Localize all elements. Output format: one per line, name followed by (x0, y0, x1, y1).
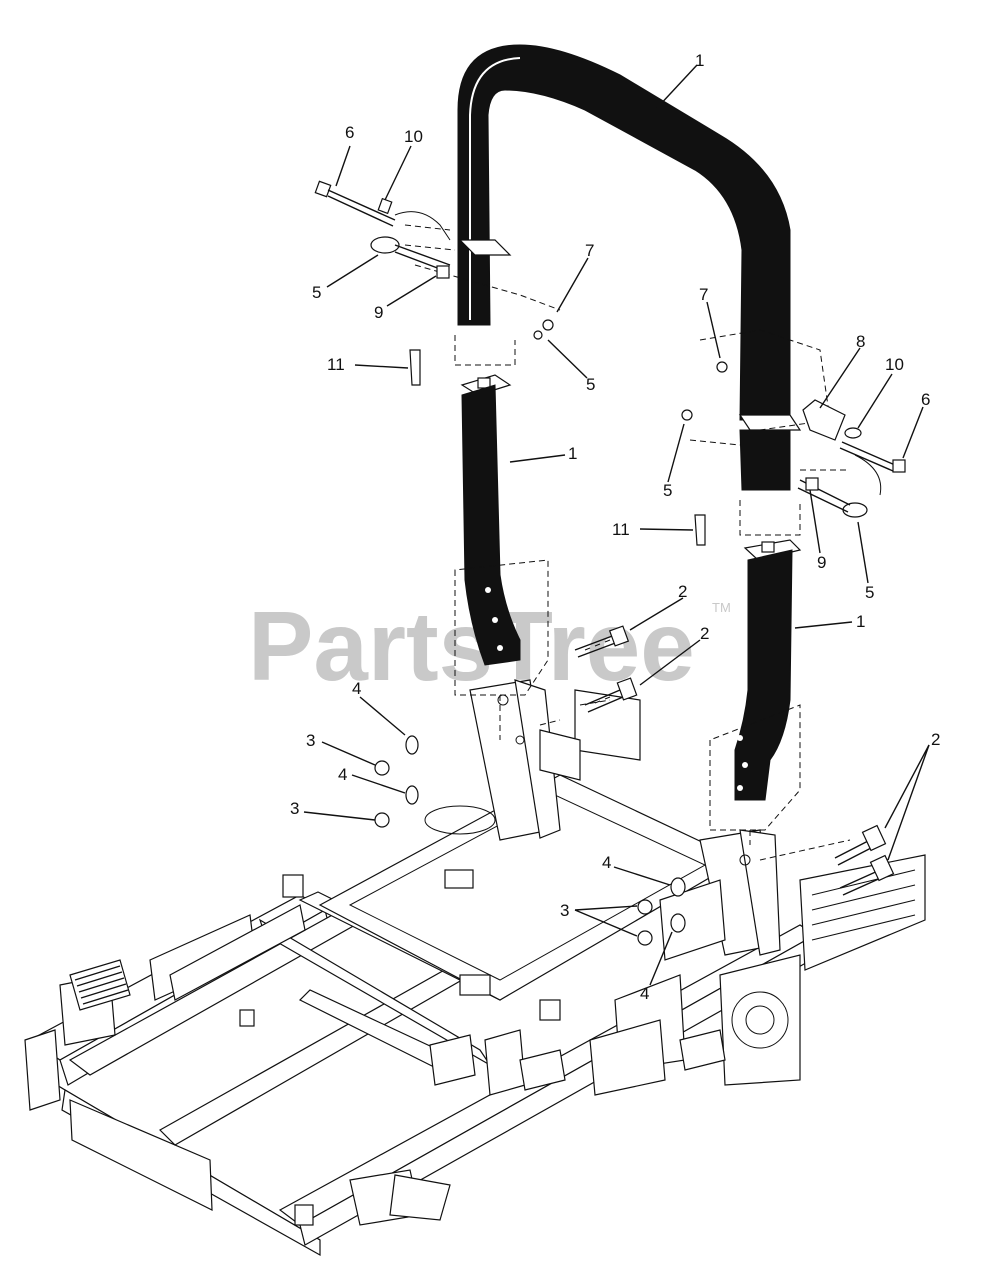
callout-6: 6 (345, 123, 354, 142)
bolt-icon (314, 180, 396, 227)
callout-5: 5 (663, 481, 672, 500)
callout-2: 2 (931, 730, 940, 749)
callout-7: 7 (699, 285, 708, 304)
callout-10: 10 (404, 127, 423, 146)
bolt-icon (574, 625, 630, 658)
callout-5: 5 (312, 283, 321, 302)
callout-4: 4 (352, 679, 361, 698)
mower-frame (24, 679, 926, 1257)
callout-5: 5 (586, 375, 595, 394)
callout-9: 9 (374, 303, 383, 322)
callout-2: 2 (700, 624, 709, 643)
callout-2: 2 (678, 582, 687, 601)
callout-4: 4 (338, 765, 347, 784)
callout-9: 9 (817, 553, 826, 572)
callout-5: 5 (865, 583, 874, 602)
roll-bar-left-lower (460, 374, 521, 666)
roll-bar-upper (457, 44, 802, 491)
callout-1: 1 (568, 444, 577, 463)
callout-10: 10 (885, 355, 904, 374)
spring-icon (74, 965, 129, 1005)
assembly-guides (404, 224, 851, 861)
bolt-icon (584, 677, 638, 713)
bolt-icon (839, 854, 895, 896)
callout-3: 3 (560, 901, 569, 920)
callout-11: 11 (612, 520, 630, 539)
leader-lines (303, 64, 930, 986)
callout-6: 6 (921, 390, 930, 409)
callout-1: 1 (856, 612, 865, 631)
callouts: 1 1 1 2 2 2 3 3 3 4 4 4 4 5 5 5 5 6 6 7 … (290, 51, 940, 1003)
callout-1: 1 (695, 51, 704, 70)
callout-4: 4 (640, 984, 649, 1003)
callout-8: 8 (856, 332, 865, 351)
callout-3: 3 (306, 731, 315, 750)
bolt-icon (834, 824, 887, 866)
callout-7: 7 (585, 241, 594, 260)
callout-4: 4 (602, 853, 611, 872)
roll-bar-right-lower (734, 539, 802, 801)
watermark-trademark: TM (712, 600, 731, 615)
callout-11: 11 (327, 355, 345, 374)
hardware (314, 180, 906, 946)
callout-3: 3 (290, 799, 299, 818)
